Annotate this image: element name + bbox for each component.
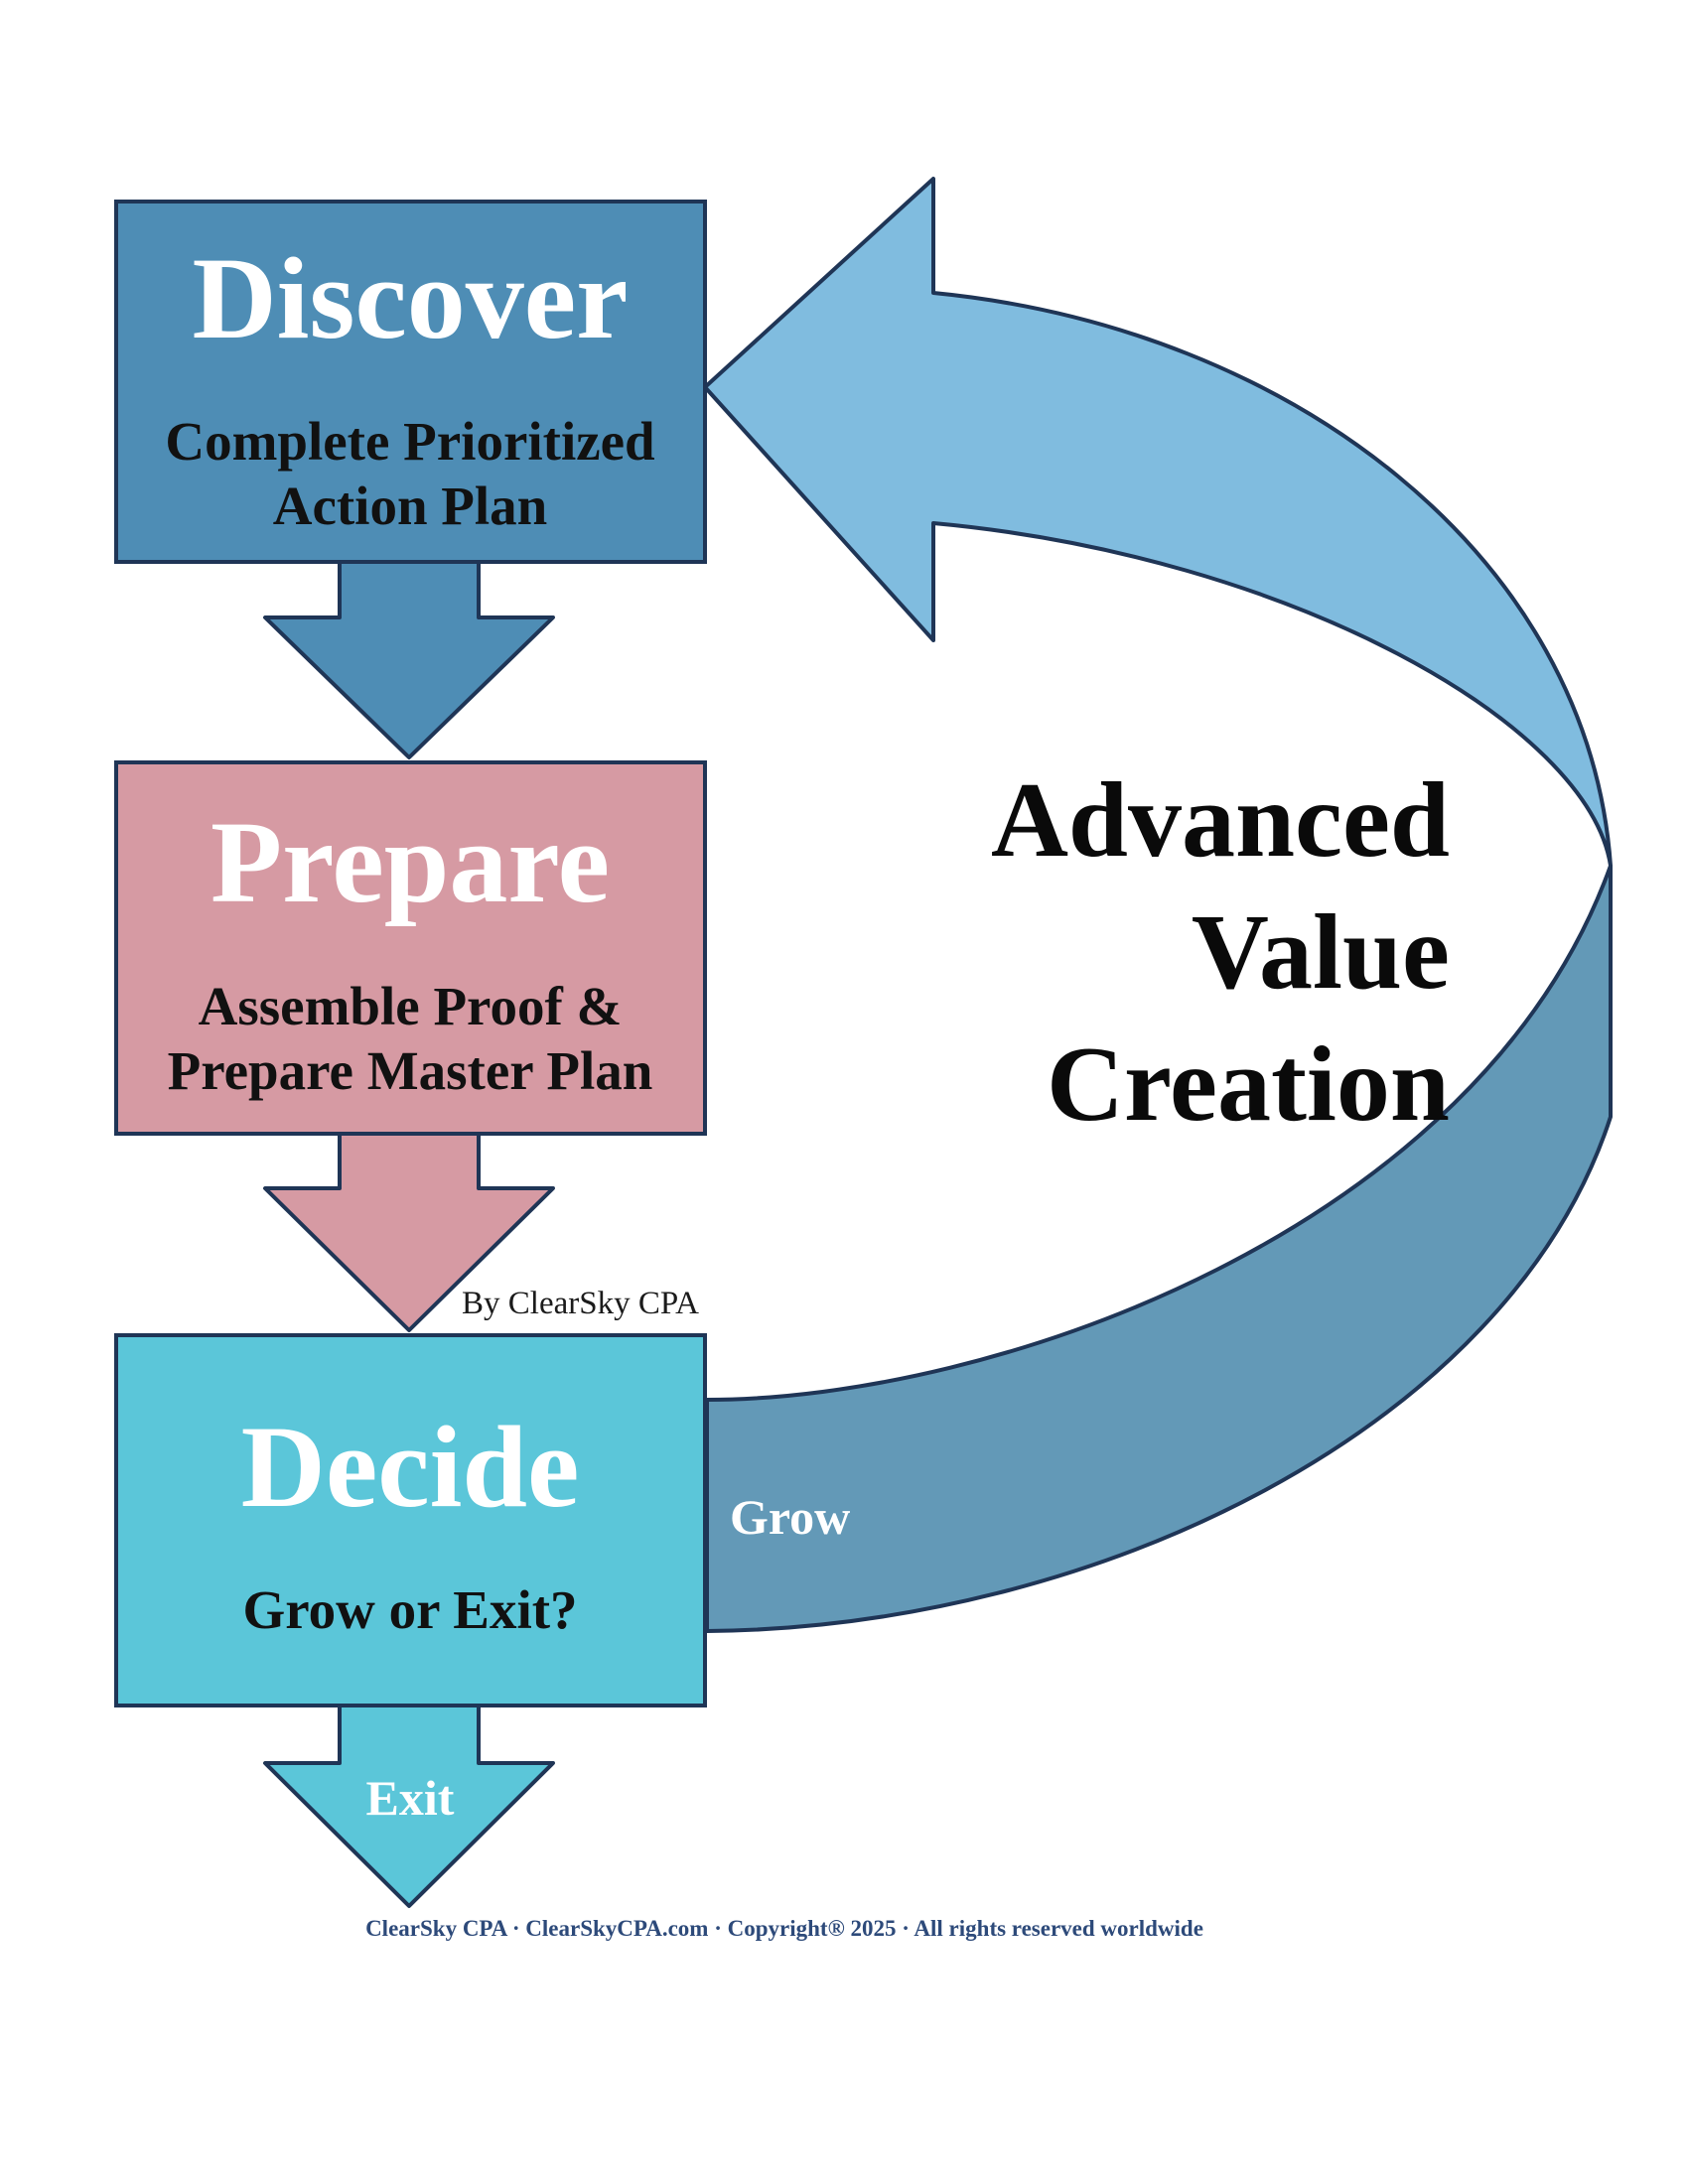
discover-subtitle-line1: Complete Prioritized — [165, 411, 654, 472]
cycle-arrow-lower-band — [705, 864, 1613, 1633]
decide-box — [114, 1333, 707, 1707]
grow-label: Grow — [730, 1489, 850, 1545]
exit-down-arrow — [263, 1704, 555, 1908]
exit-label: Exit — [366, 1770, 455, 1826]
discover-box — [114, 200, 707, 564]
decide-title: Decide — [241, 1402, 580, 1532]
cycle-label-line3: Creation — [1047, 1025, 1450, 1144]
prepare-down-arrow — [263, 1132, 555, 1332]
prepare-subtitle-line1: Assemble Proof & — [199, 976, 623, 1036]
cycle-label-line2: Value — [1192, 893, 1450, 1012]
prepare-subtitle-line2: Prepare Master Plan — [168, 1040, 653, 1101]
discover-title: Discover — [192, 233, 628, 363]
footer-copyright: ClearSky CPA · ClearSkyCPA.com · Copyrig… — [365, 1916, 1203, 1941]
prepare-title: Prepare — [211, 797, 610, 927]
cycle-label-line1: Advanced — [991, 761, 1450, 880]
decide-subtitle: Grow or Exit? — [242, 1579, 577, 1640]
prepare-box — [114, 760, 707, 1136]
cycle-arrow-upper-head — [703, 177, 1613, 868]
discover-down-arrow — [263, 559, 555, 759]
byline: By ClearSky CPA — [462, 1286, 699, 1321]
discover-subtitle-line2: Action Plan — [273, 476, 548, 536]
